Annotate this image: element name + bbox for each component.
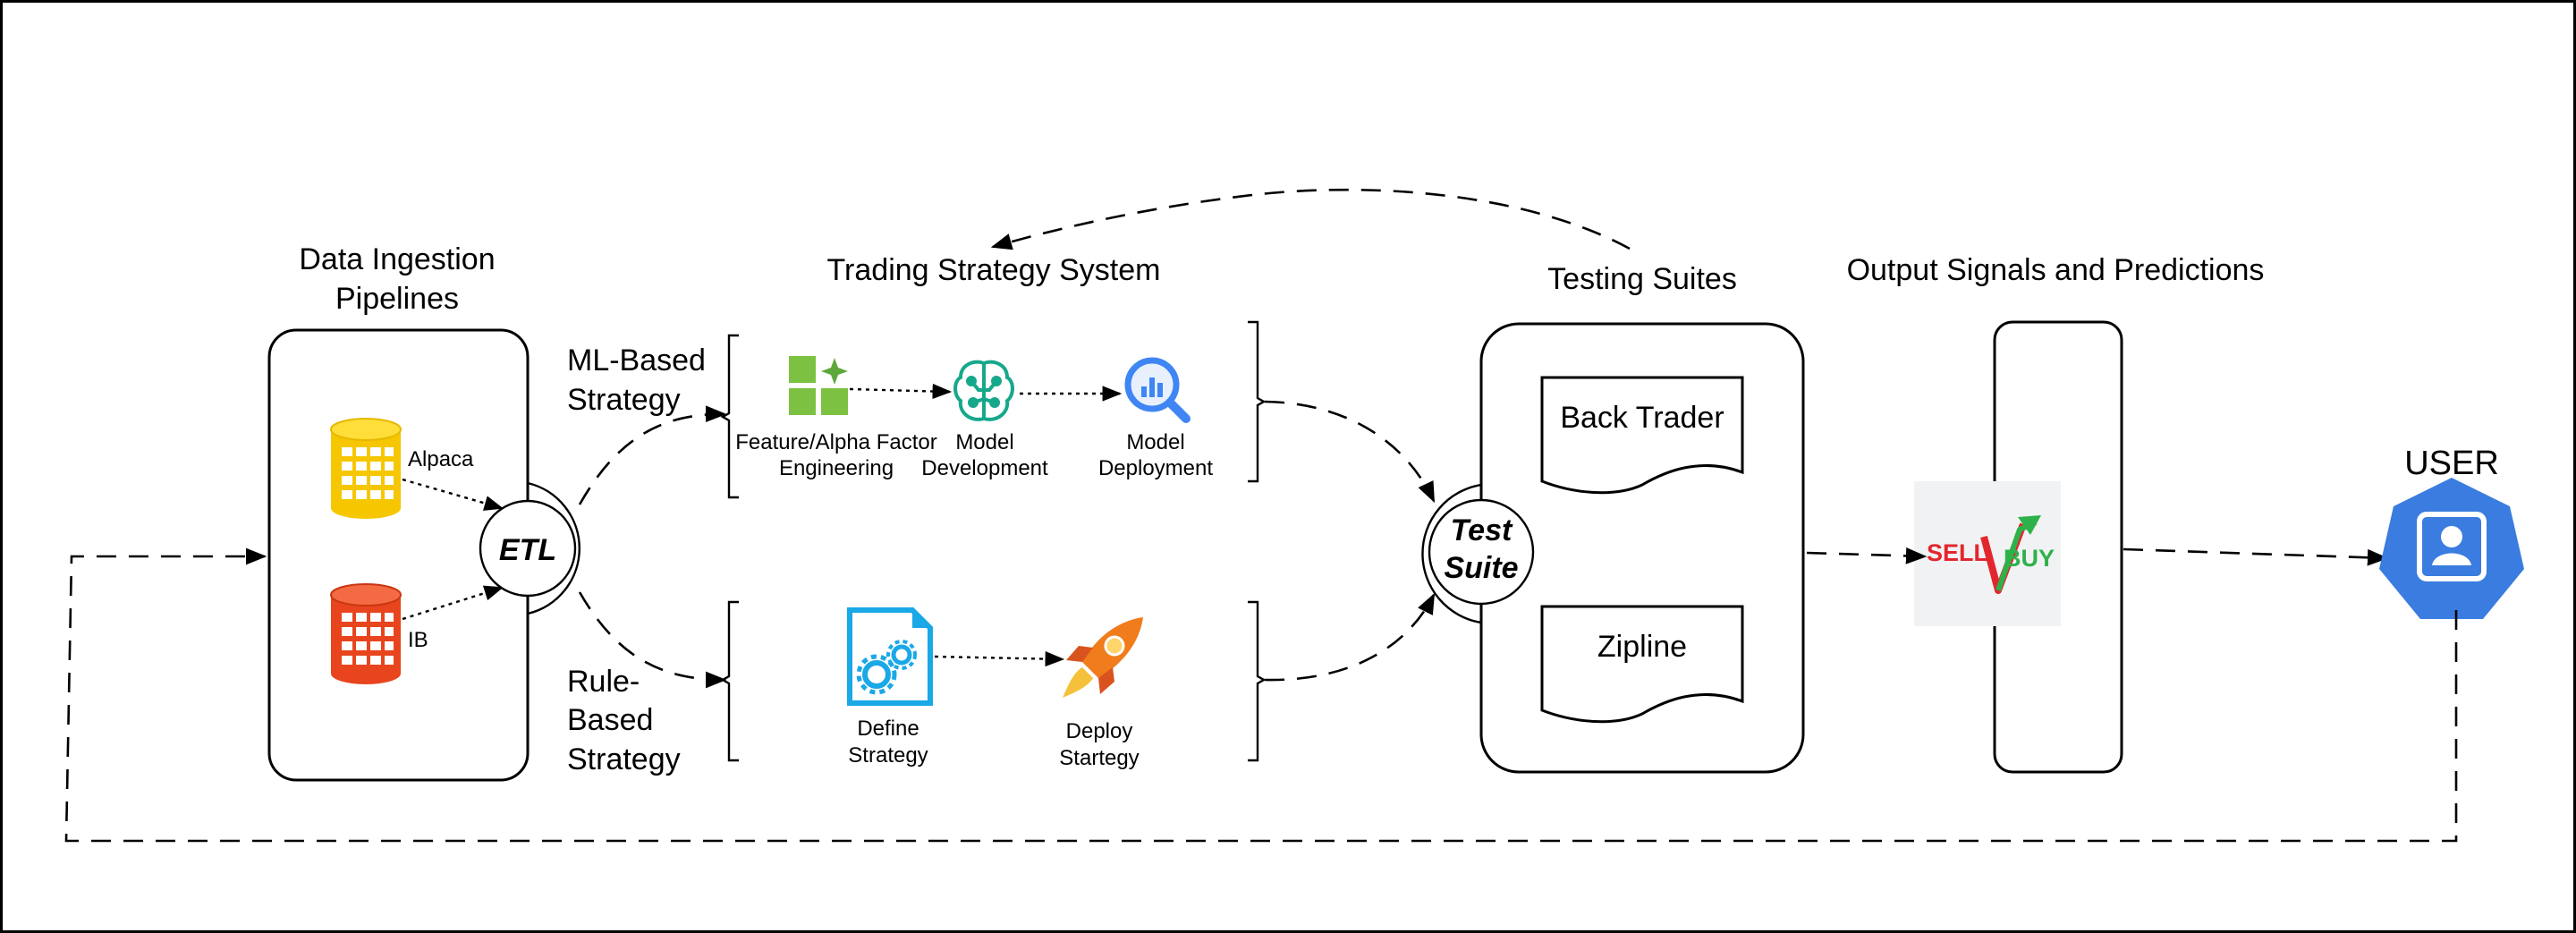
arrow-testing-to-output	[1806, 547, 1928, 564]
backtrader-card	[1540, 376, 1744, 495]
arrow-feedback-user-to-ingestion	[64, 547, 2458, 843]
rule-branch-label-line3: Strategy	[567, 742, 681, 776]
gear-document-icon	[847, 607, 933, 706]
database-icon-ib	[330, 583, 402, 684]
ml-step-3-line2: Deployment	[1098, 456, 1213, 480]
ingestion-title-line2: Pipelines	[335, 282, 459, 316]
arrow-ml-to-testsuite	[1264, 400, 1436, 504]
backtrader-label: Back Trader	[1560, 401, 1724, 435]
arrow-output-to-user	[2123, 547, 2389, 566]
arrow-alpaca-to-etl	[402, 478, 504, 511]
ml-step-2-line1: Model	[955, 430, 1013, 454]
user-label: USER	[2404, 445, 2499, 482]
rule-brace-right	[1248, 600, 1267, 762]
database-icon-alpaca	[330, 418, 402, 519]
zipline-label: Zipline	[1597, 630, 1687, 664]
arrow-ib-to-etl	[402, 585, 504, 621]
arrow-feedback-testing-to-strategy	[990, 188, 1631, 250]
etl-label: ETL	[499, 533, 556, 567]
arrow-feature-to-model	[849, 383, 953, 400]
zipline-card	[1540, 605, 1744, 724]
source-label-alpaca: Alpaca	[408, 447, 474, 471]
ml-branch-label-line1: ML-Based	[567, 344, 706, 377]
arrow-define-to-deploy	[934, 650, 1065, 667]
test-suite-node	[1421, 483, 1535, 624]
user-icon	[2379, 478, 2524, 619]
sell-buy-signal-image	[1914, 481, 2061, 626]
rule-step-2-line1: Deploy	[1066, 719, 1133, 743]
buy-signal-text: BUY	[2004, 545, 2055, 572]
testing-title: Testing Suites	[1547, 262, 1737, 296]
ml-step-1-line1: Feature/Alpha Factor	[735, 430, 936, 454]
ml-step-1-line2: Engineering	[779, 456, 894, 480]
ingestion-title-line1: Data Ingestion	[299, 242, 495, 276]
sell-signal-text: SELL	[1927, 539, 1988, 566]
ml-brace-right	[1248, 320, 1267, 483]
source-label-ib: IB	[408, 628, 428, 652]
test-suite-label-line1: Test	[1451, 513, 1513, 547]
rule-step-1-line2: Strategy	[848, 743, 928, 768]
rule-step-2-line2: Startegy	[1059, 746, 1139, 770]
rule-branch-label-line1: Rule-	[567, 665, 640, 699]
ml-step-3-line1: Model	[1126, 430, 1184, 454]
output-title: Output Signals and Predictions	[1847, 253, 2265, 287]
test-suite-label-line2: Suite	[1444, 551, 1518, 585]
rule-branch-label-line2: Based	[567, 703, 653, 737]
feature-grid-icon	[789, 356, 848, 415]
rule-step-1-line1: Define	[857, 717, 919, 741]
arrow-rule-to-testsuite	[1264, 592, 1436, 682]
analytics-search-icon	[1124, 357, 1191, 423]
strategy-title: Trading Strategy System	[827, 253, 1161, 287]
rule-brace-left	[720, 600, 739, 762]
rocket-icon	[1063, 617, 1143, 698]
ai-brain-icon	[953, 360, 1014, 421]
etl-node	[479, 481, 580, 615]
ml-branch-label-line2: Strategy	[567, 383, 681, 417]
ml-step-2-line2: Development	[921, 456, 1048, 480]
ml-brace-left	[720, 334, 739, 499]
